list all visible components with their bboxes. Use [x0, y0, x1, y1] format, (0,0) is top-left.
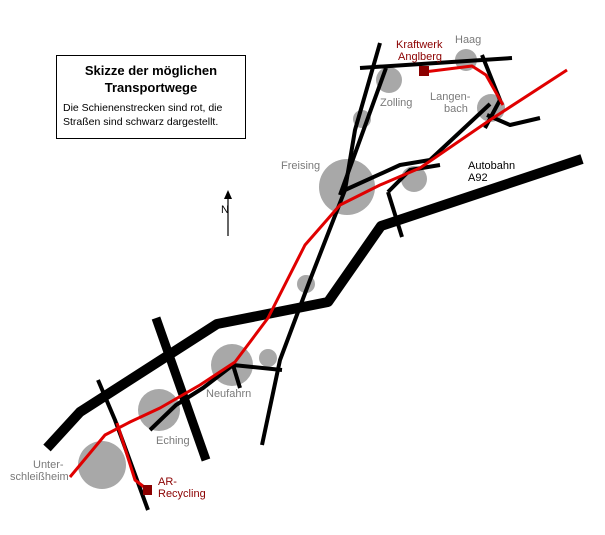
north-arrow-icon	[224, 190, 232, 236]
label-freising: Freising	[281, 160, 321, 172]
label-langenbach-2: bach	[444, 103, 468, 115]
road-haag-west	[359, 56, 513, 70]
recycling-site-marker	[143, 485, 152, 495]
label-autobahn-2: A92	[468, 172, 488, 184]
label-zolling: Zolling	[380, 97, 413, 109]
rail-kraftwerk-spur	[423, 64, 505, 106]
kraftwerk-site-marker	[419, 66, 429, 76]
legend-title: Skizze der möglichen Transportwege	[84, 63, 218, 95]
label-eching: Eching	[156, 435, 190, 447]
road-thick-eching	[151, 316, 211, 462]
road-freising-east	[386, 163, 441, 194]
label-unterschleissheim-1: Unter-	[33, 459, 64, 471]
rail-line	[68, 68, 568, 478]
motorway-a92	[43, 154, 584, 452]
label-neufahrn: Neufahrn	[206, 388, 252, 400]
label-langenbach-1: Langen-	[430, 91, 471, 103]
road-south-freising	[386, 191, 404, 238]
label-kraftwerk-1: Kraftwerk	[396, 39, 443, 51]
label-haag: Haag	[455, 34, 482, 46]
town-circle-small-neufahrn	[259, 349, 277, 367]
north-label: N	[221, 204, 229, 216]
road-freising-langenbach	[344, 102, 492, 192]
road-freising-north	[338, 67, 388, 196]
road-zolling-freising-neufahrn	[260, 42, 382, 446]
road-neufahrn-eching	[148, 363, 283, 432]
label-unterschleissheim-2: schleißheim	[10, 471, 69, 483]
town-circle-unterschleissheim	[78, 441, 126, 489]
legend-box: Skizze der möglichen Transportwege Die S…	[56, 55, 246, 139]
label-autobahn-1: Autobahn	[468, 160, 516, 172]
legend-text: Die Schienenstrecken sind rot, die Straß…	[63, 102, 223, 128]
road-neufahrn-link	[231, 364, 242, 389]
label-recycling-1: AR-	[158, 476, 177, 488]
label-recycling-2: Recycling	[158, 488, 206, 500]
label-kraftwerk-2: Anglberg	[398, 51, 443, 63]
